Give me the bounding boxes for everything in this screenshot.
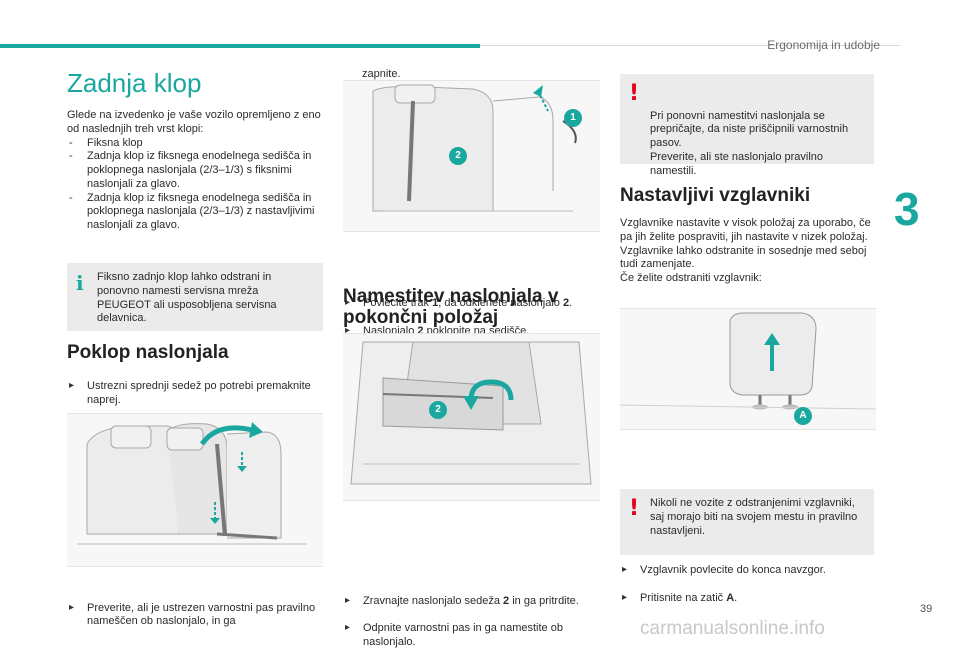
headrest-diagram: [620, 309, 876, 429]
list-item: Fiksna klop: [67, 137, 323, 151]
warning-text: Nikoli ne vozite z odstranjenimi vzglavn…: [650, 497, 858, 537]
info-icon: i: [76, 271, 84, 295]
step-text: Ustrezni sprednji sedež po potrebi prema…: [67, 380, 323, 408]
warning-icon: !: [629, 496, 640, 521]
warning-box: ! Pri ponovni namestitvi naslonjala se p…: [620, 74, 874, 177]
chapter-number: 3: [894, 183, 920, 235]
warning-box: ! Nikoli ne vozite z odstranjenimi vzgla…: [620, 489, 874, 555]
list-item: Zadnja klop iz fiksnega enodelnega sediš…: [67, 150, 323, 191]
page-number: 39: [920, 603, 933, 615]
column-1: Zadnja klop Glede na izvedenko je vaše v…: [67, 68, 323, 233]
callout-badge: A: [794, 407, 812, 425]
section-heading: Poklop naslonjala: [67, 342, 229, 363]
step-text: Zravnajte naslonjalo sedeža 2 in ga prit…: [343, 595, 600, 609]
header-accent-bar: [0, 44, 480, 48]
headrest-text: Vzglavnike nastavite v visok položaj za …: [620, 217, 871, 284]
rear-seat-fold-illustration: [67, 413, 323, 567]
page-title: Zadnja klop: [67, 68, 202, 98]
headrest-removal-illustration: A: [620, 308, 876, 430]
callout-badge: 2: [429, 401, 447, 419]
section-title: Ergonomija in udobje: [767, 38, 880, 52]
continued-text: zapnite.: [362, 68, 401, 80]
step-text: Povlecite trak 1, da odklenete naslonjal…: [343, 297, 600, 311]
strap-diagram: [343, 81, 600, 231]
step-text: Preverite, ali je ustrezen varnostni pas…: [67, 602, 323, 630]
warning-icon: !: [629, 81, 640, 106]
header-rule: [480, 45, 900, 46]
variant-list: Fiksna klop Zadnja klop iz fiksnega enod…: [67, 137, 323, 233]
section-heading: Nastavljivi vzglavniki: [620, 185, 811, 206]
step-text: Odpnite varnostni pas in ga namestite ob…: [343, 622, 583, 649]
step-text: Pritisnite na zatič A.: [620, 592, 876, 606]
intro-text: Glede na izvedenko je vaše vozilo opreml…: [67, 109, 321, 135]
trunk-diagram: [343, 334, 600, 500]
list-item: Zadnja klop iz fiksnega enodelnega sediš…: [67, 192, 323, 233]
info-box: i Fiksno zadnjo klop lahko odstrani in p…: [67, 263, 323, 331]
callout-badge: 2: [449, 147, 467, 165]
warning-text: Pri ponovni namestitvi naslonjala se pre…: [650, 109, 849, 177]
seatback-upright-illustration: 2: [343, 333, 600, 501]
strap-unlock-illustration: 1 2: [343, 80, 600, 232]
step-text: Vzglavnik povlecite do konca navzgor.: [620, 564, 876, 578]
section-heading: Namestitev naslonjala v pokončni položaj: [343, 286, 559, 328]
info-text: Fiksno zadnjo klop lahko odstrani in pon…: [97, 271, 277, 325]
callout-badge: 1: [564, 109, 582, 127]
watermark: carmanualsonline.info: [640, 618, 825, 639]
seat-fold-diagram: [67, 414, 323, 566]
